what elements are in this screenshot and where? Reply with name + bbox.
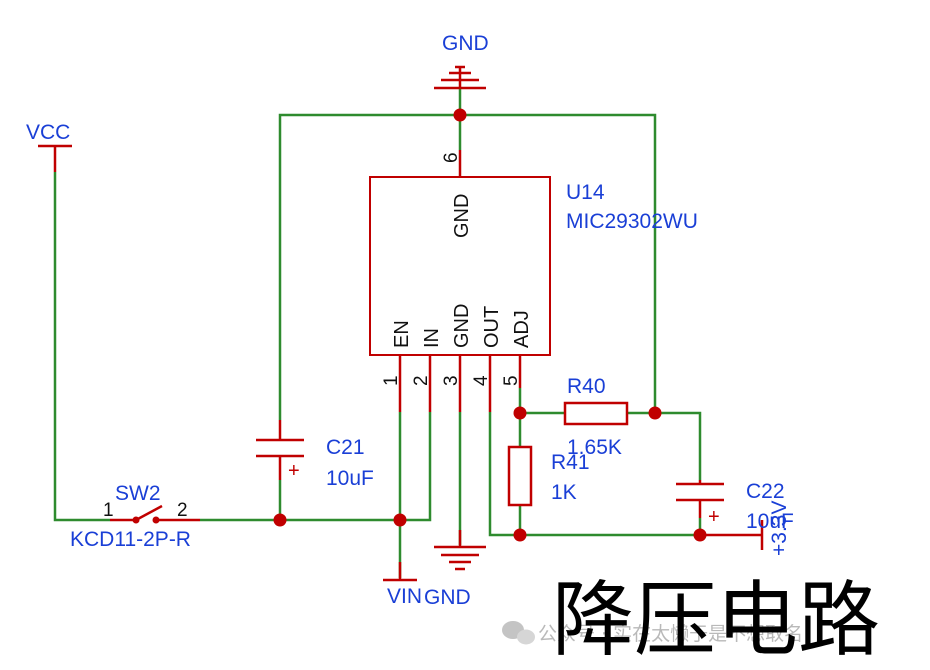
junction-c22-out xyxy=(693,528,707,542)
wechat-icon xyxy=(502,621,535,645)
v33-port: +3.3V xyxy=(700,501,791,556)
caption-title: 降压电路 xyxy=(552,573,880,668)
u14-pin3-name: GND xyxy=(451,304,473,348)
sw2-pin1: 1 xyxy=(103,500,114,521)
u14-pin2-name: IN xyxy=(421,328,443,348)
wire-switch-to-vin xyxy=(200,412,432,522)
c21-capacitor: + C21 10uF xyxy=(256,420,374,490)
junction-c21 xyxy=(273,513,287,527)
wire-vcc-to-switch xyxy=(53,172,110,522)
u14-pin5-number: 5 xyxy=(501,375,522,386)
vcc-label: VCC xyxy=(26,121,70,144)
gnd-bottom-label: GND xyxy=(424,586,471,609)
gnd-top-label: GND xyxy=(442,32,489,55)
u14-pin1-number: 1 xyxy=(381,375,402,386)
c22-value: 10uF xyxy=(746,510,794,533)
v33-label: +3.3V xyxy=(768,501,791,556)
c21-value: 10uF xyxy=(326,467,374,490)
u14-part: MIC29302WU xyxy=(566,210,698,233)
watermark: 公众号 · 实在太懒于是不想取名 xyxy=(502,621,803,645)
vin-label: VIN xyxy=(387,585,422,608)
gnd-bottom-symbol: GND xyxy=(424,530,486,609)
u14-pin1-name: EN xyxy=(391,320,413,348)
u14-pin4-name: OUT xyxy=(481,306,503,348)
c22-capacitor: + C22 10uF xyxy=(676,480,794,533)
wire-r40-right xyxy=(627,411,702,480)
u14-regulator: 6 GND EN IN GND OUT ADJ 1 2 3 4 5 U14 MI… xyxy=(369,150,698,412)
sw2-pin2: 2 xyxy=(177,500,188,521)
wire-gnd-top-loop xyxy=(278,113,657,420)
u14-pin5-name: ADJ xyxy=(511,310,533,348)
junction-dots xyxy=(273,108,707,542)
vin-port: VIN xyxy=(383,562,422,608)
r41-resistor: R41 1K xyxy=(507,445,590,507)
u14-ref: U14 xyxy=(566,181,605,204)
wire-adj-node xyxy=(518,388,565,415)
u14-pin3-number: 3 xyxy=(441,375,462,386)
u14-body xyxy=(369,176,551,356)
junction-gnd-top xyxy=(453,108,467,122)
u14-pin6-number: 6 xyxy=(441,152,462,163)
u14-pin6-name: GND xyxy=(451,194,473,238)
c21-polarity-mark: + xyxy=(288,460,300,482)
r41-value: 1K xyxy=(551,481,577,504)
junction-r41-out xyxy=(513,528,527,542)
u14-pin2-number: 2 xyxy=(411,375,432,386)
c22-ref: C22 xyxy=(746,480,785,503)
c22-polarity-mark: + xyxy=(708,506,720,528)
junction-r40-gnd xyxy=(648,406,662,420)
wire-out xyxy=(488,412,700,537)
junction-adj xyxy=(513,406,527,420)
watermark-text: 公众号 · 实在太懒于是不想取名 xyxy=(538,623,803,645)
sw2-switch: SW2 1 2 KCD11-2P-R xyxy=(70,482,200,551)
sw2-part: KCD11-2P-R xyxy=(70,528,191,551)
r40-resistor: R40 1.65K xyxy=(563,375,629,459)
c21-ref: C21 xyxy=(326,436,365,459)
r40-ref: R40 xyxy=(567,375,606,398)
sw2-ref: SW2 xyxy=(115,482,161,505)
r40-value: 1.65K xyxy=(567,436,622,459)
vcc-port: VCC xyxy=(26,121,72,172)
junction-vin xyxy=(393,513,407,527)
u14-pin4-number: 4 xyxy=(471,375,492,386)
gnd-top-symbol: GND xyxy=(434,32,489,90)
r41-ref: R41 xyxy=(551,451,590,474)
